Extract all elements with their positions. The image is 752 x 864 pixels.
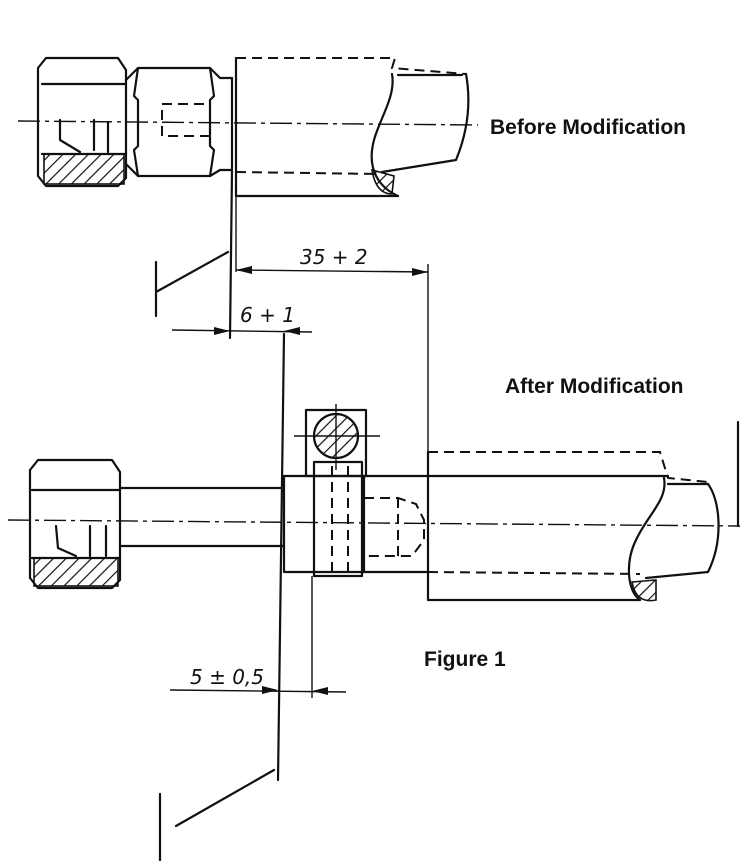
after-centerline: [7, 519, 741, 527]
dimension-35: 35 + 2: [235, 196, 429, 460]
dimension-5-text: 5 ± 0,5: [190, 665, 264, 689]
dimension-6-text: 6 + 1: [240, 303, 295, 327]
after-pipe: [426, 420, 740, 602]
before-pipe: [234, 56, 470, 198]
after-label: After Modification: [505, 375, 684, 398]
dimension-35-text: 35 + 2: [300, 245, 368, 269]
clamp: [294, 404, 380, 478]
after-tube: [118, 486, 286, 548]
figure-caption: Figure 1: [424, 648, 506, 671]
leader-top: [154, 168, 234, 340]
dimension-5: 5 ± 0,5: [169, 665, 347, 695]
after-fitting-body: [282, 460, 430, 578]
after-hex-nut: [28, 458, 122, 590]
before-assembly: Before Modification: [17, 56, 686, 198]
after-assembly: After Modification: [7, 375, 741, 602]
before-centerline: [17, 120, 479, 126]
dimension-6: 6 + 1: [171, 303, 313, 335]
before-hex-nut: [36, 56, 128, 188]
before-label: Before Modification: [490, 116, 686, 139]
leader-bottom: [158, 332, 313, 862]
